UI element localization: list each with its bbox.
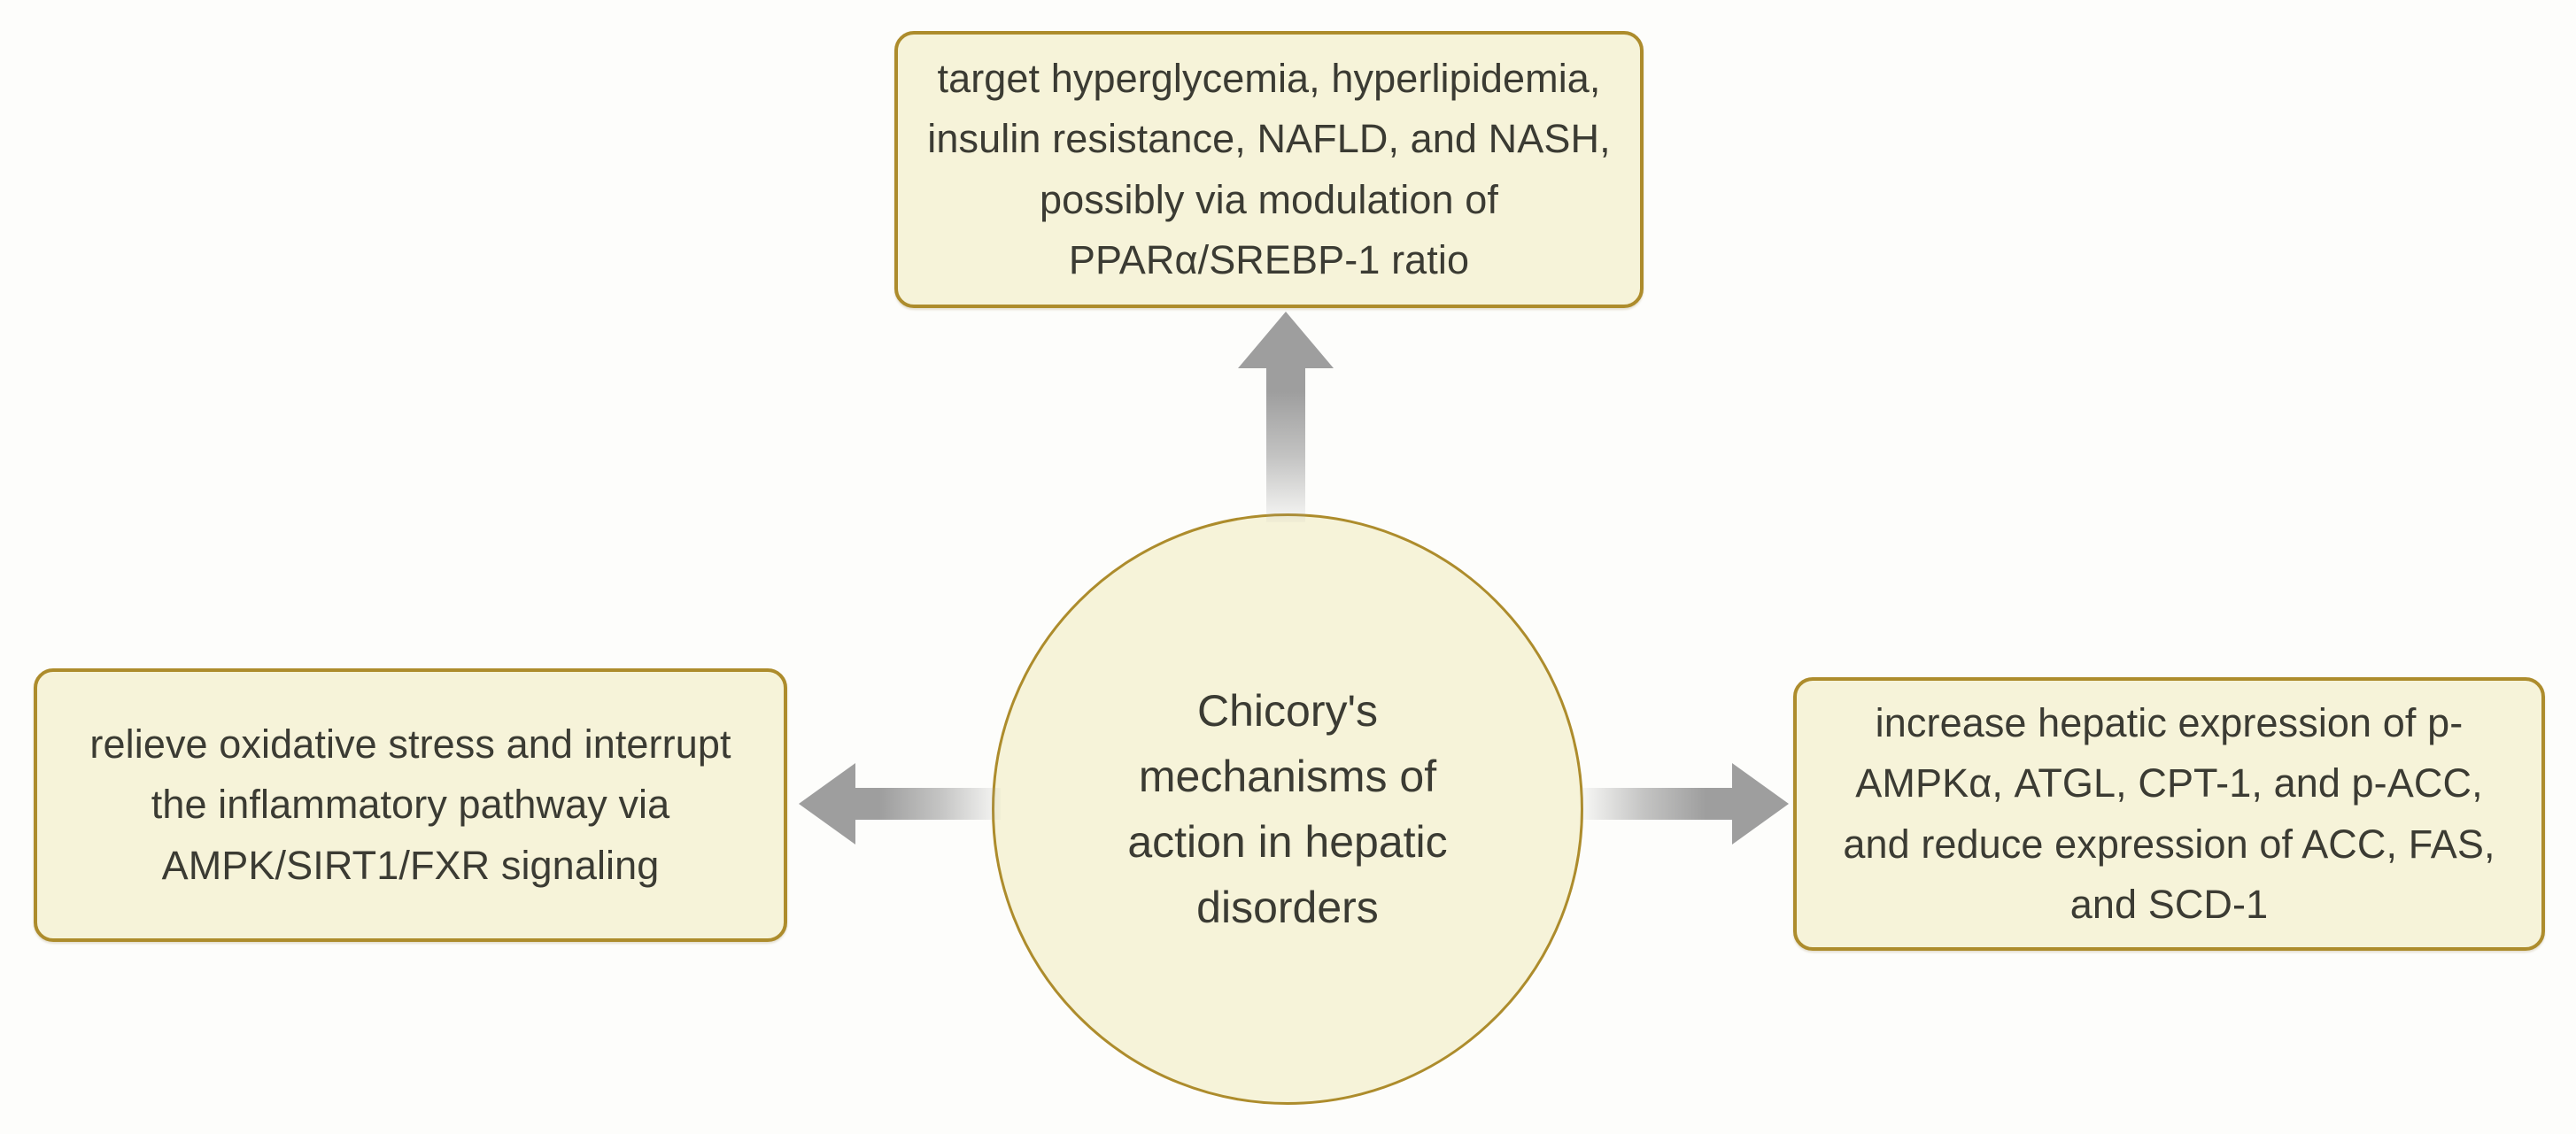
arrow-right-icon	[1582, 763, 1789, 845]
center-hub-label: Chicory's mechanisms of action in hepati…	[1127, 686, 1448, 932]
center-hub-circle[interactable]: Chicory's mechanisms of action in hepati…	[992, 513, 1583, 1105]
node-box-top-label: target hyperglycemia, hyperlipidemia, in…	[927, 55, 1611, 282]
arrow-left-icon	[799, 763, 1001, 845]
node-box-right-label: increase hepatic expression of p-AMPKα, …	[1843, 699, 2495, 927]
arrow-center-to-right	[1582, 758, 1791, 850]
arrow-up-icon	[1238, 312, 1334, 522]
node-box-left[interactable]: relieve oxidative stress and interrupt t…	[34, 668, 787, 942]
node-box-right[interactable]: increase hepatic expression of p-AMPKα, …	[1793, 677, 2545, 951]
node-box-left-label: relieve oxidative stress and interrupt t…	[89, 721, 731, 888]
node-box-top[interactable]: target hyperglycemia, hyperlipidemia, in…	[894, 31, 1644, 308]
arrow-center-to-left	[797, 758, 1001, 850]
arrow-center-to-top	[1231, 310, 1341, 522]
